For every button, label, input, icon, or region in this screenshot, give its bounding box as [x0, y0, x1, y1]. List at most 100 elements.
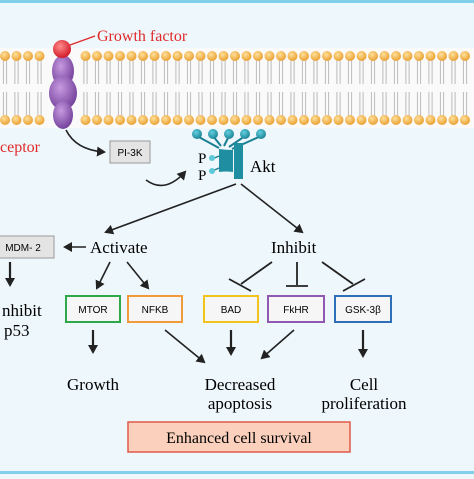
lipid-head	[126, 51, 137, 61]
lipid-head	[402, 51, 413, 61]
mdm2-label: MDM- 2	[5, 243, 41, 254]
inhibition-bars	[228, 261, 366, 292]
cell-membrane	[0, 48, 474, 128]
growth-factor-ligand	[53, 40, 71, 58]
lipid-head	[448, 115, 459, 125]
lipid-head	[276, 51, 286, 61]
lipid-head	[425, 115, 436, 125]
nfkb-label: NFKB	[142, 305, 169, 316]
phospho-p1: P	[198, 151, 206, 167]
cell-label: Cell	[350, 375, 379, 394]
akt-to-activate-arrow	[104, 183, 237, 235]
bad-box	[203, 295, 259, 323]
akt-to-inhibit-arrow	[240, 183, 304, 234]
lipid-head	[115, 115, 125, 125]
lipid-head	[138, 115, 148, 125]
nfkb-box	[127, 295, 183, 323]
pi3k-to-akt-arrow	[145, 170, 187, 187]
enhanced-survival-label: Enhanced cell survival	[166, 430, 312, 447]
lipid-head	[437, 51, 447, 61]
fkhr-box	[267, 295, 325, 323]
lipid-head	[425, 51, 436, 61]
lipid-head	[253, 51, 263, 61]
lipid-head	[379, 115, 390, 125]
lipid-head	[172, 51, 183, 61]
growth-factor-pointer	[69, 35, 96, 46]
lipid-head	[414, 115, 424, 125]
lipid-head	[138, 51, 148, 61]
lipid-head	[23, 51, 33, 61]
lipid-head	[207, 51, 217, 61]
lipid-head	[310, 115, 321, 125]
inhibit-p53-line1: nhibit	[2, 301, 42, 320]
receptor-label: ceptor	[0, 139, 41, 156]
lipid-head	[92, 115, 102, 125]
phospho-p2: P	[198, 168, 206, 184]
lipid-head	[391, 51, 401, 61]
bad-label: BAD	[221, 305, 242, 316]
lipid-head	[310, 51, 321, 61]
lipid-head	[333, 115, 344, 125]
fkhr-to-apoptosis-arrow	[260, 329, 295, 360]
lipid-head	[345, 115, 355, 125]
growth-factor-label: Growth factor	[97, 28, 188, 45]
lipid-head	[437, 115, 447, 125]
lipid-head	[149, 115, 160, 125]
lipid-head	[92, 51, 102, 61]
lipid-head	[218, 51, 229, 61]
lipid-head	[161, 115, 171, 125]
lipid-head	[11, 115, 22, 125]
receptor-to-pi3k-arrow	[65, 129, 106, 157]
lipid-head	[172, 115, 183, 125]
mtor-box	[65, 295, 121, 323]
lipid-head	[195, 51, 206, 61]
lipid-head	[368, 115, 378, 125]
lipid-head	[80, 51, 91, 61]
lipid-head	[391, 115, 401, 125]
lipid-head	[253, 115, 263, 125]
lipid-head	[218, 115, 229, 125]
pi3k-label: PI-3K	[117, 148, 142, 159]
lipid-head	[276, 115, 286, 125]
lipid-head	[448, 51, 459, 61]
lipid-head	[184, 115, 194, 125]
lipid-head	[149, 51, 160, 61]
lipid-head	[379, 51, 390, 61]
lipid-head	[0, 51, 10, 61]
lipid-head	[230, 115, 240, 125]
lipid-head	[322, 51, 332, 61]
akt-label: Akt	[250, 157, 276, 176]
lipid-head	[414, 51, 424, 61]
lipid-head	[195, 115, 206, 125]
bottom-border	[0, 471, 474, 474]
inhibit-label: Inhibit	[271, 238, 317, 257]
growth-label: Growth	[67, 375, 119, 394]
lipid-head	[322, 115, 332, 125]
lipid-head	[264, 115, 275, 125]
proliferation-label: proliferation	[322, 394, 407, 413]
lipid-head	[115, 51, 125, 61]
lipid-head	[460, 51, 470, 61]
inhibit-p53-line2: p53	[4, 321, 30, 340]
lipid-head	[264, 51, 275, 61]
lipid-head	[80, 115, 91, 125]
activate-to-mtor-arrow	[95, 261, 111, 290]
lipid-head	[34, 115, 45, 125]
akt-complex	[192, 129, 266, 179]
decreased-label: Decreased	[205, 375, 276, 394]
lipid-head	[207, 115, 217, 125]
gsk3b-label: GSK-3β	[345, 305, 381, 316]
lipid-head	[126, 115, 137, 125]
lipid-head	[103, 115, 114, 125]
lipid-head	[34, 51, 45, 61]
lipid-head	[161, 51, 171, 61]
lipid-head	[230, 51, 240, 61]
enhanced-survival-box	[127, 421, 351, 453]
fkhr-label: FkHR	[283, 305, 309, 316]
lipid-head	[184, 51, 194, 61]
lipid-head	[356, 115, 367, 125]
lipid-head	[287, 51, 298, 61]
lipid-head	[103, 51, 114, 61]
